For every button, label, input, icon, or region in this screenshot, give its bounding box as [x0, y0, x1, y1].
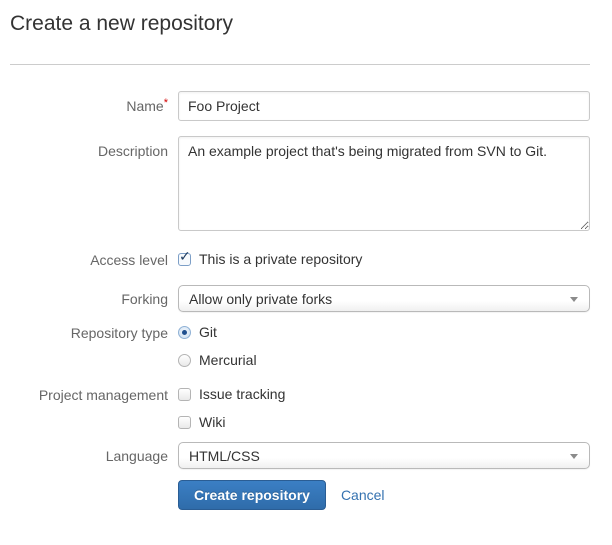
chevron-down-icon [570, 454, 578, 459]
forking-row: Forking Allow only private forks [10, 285, 590, 312]
forking-select-value: Allow only private forks [189, 290, 333, 307]
name-label: Name* [10, 91, 178, 115]
description-label: Description [97, 143, 168, 159]
language-label: Language [105, 448, 168, 464]
project-management-field: Issue tracking Wiki [178, 387, 590, 430]
language-select-value: HTML/CSS [189, 447, 260, 464]
mercurial-radio-label[interactable]: Mercurial [199, 352, 257, 368]
language-select[interactable]: HTML/CSS [178, 442, 590, 469]
issue-tracking-checkbox[interactable] [178, 388, 191, 401]
description-row: Description An example project that's be… [10, 136, 590, 234]
create-repository-form: Name* Description An example project tha… [10, 91, 590, 510]
actions-field: Create repository Cancel [178, 480, 590, 510]
page-title: Create a new repository [10, 12, 233, 35]
wiki-checkbox[interactable] [178, 416, 191, 429]
repository-type-field: Git Mercurial [178, 325, 590, 368]
repository-type-row: Repository type Git Mercurial [10, 325, 590, 368]
project-management-label: Project management [38, 387, 168, 403]
check-icon: ✓ [179, 248, 191, 264]
git-radio-label[interactable]: Git [199, 324, 217, 340]
access-level-label: Access level [90, 252, 168, 268]
actions-row: Create repository Cancel [10, 480, 590, 510]
forking-select[interactable]: Allow only private forks [178, 285, 590, 312]
chevron-down-icon [570, 297, 578, 302]
required-asterisk: * [163, 97, 168, 109]
repository-type-option-git[interactable]: Git [178, 325, 590, 340]
description-textarea[interactable]: An example project that's being migrated… [178, 136, 590, 231]
private-repository-checkbox[interactable]: ✓ [178, 249, 191, 266]
repository-type-option-mercurial[interactable]: Mercurial [178, 353, 590, 368]
git-radio[interactable] [178, 326, 191, 339]
issue-tracking-option[interactable]: Issue tracking [178, 387, 590, 402]
language-row: Language HTML/CSS [10, 442, 590, 469]
name-row: Name* [10, 91, 590, 121]
wiki-option[interactable]: Wiki [178, 415, 590, 430]
issue-tracking-label[interactable]: Issue tracking [199, 386, 286, 402]
forking-field: Allow only private forks [178, 285, 590, 312]
divider [10, 64, 590, 65]
access-level-field: ✓ This is a private repository [178, 249, 590, 267]
forking-label: Forking [121, 291, 168, 307]
description-field: An example project that's being migrated… [178, 136, 590, 234]
name-field [178, 91, 590, 121]
private-repository-option[interactable]: ✓ This is a private repository [178, 249, 590, 267]
radio-dot-icon [182, 330, 187, 335]
project-management-row: Project management Issue tracking Wiki [10, 387, 590, 430]
name-input[interactable] [178, 91, 590, 121]
cancel-link[interactable]: Cancel [340, 487, 385, 503]
private-repository-label[interactable]: This is a private repository [199, 251, 363, 267]
wiki-label[interactable]: Wiki [199, 414, 226, 430]
create-repository-button[interactable]: Create repository [178, 480, 326, 510]
name-label-text: Name [126, 98, 164, 114]
mercurial-radio[interactable] [178, 354, 191, 367]
access-level-row: Access level ✓ This is a private reposit… [10, 249, 590, 268]
language-field: HTML/CSS [178, 442, 590, 469]
repository-type-label: Repository type [70, 325, 168, 341]
